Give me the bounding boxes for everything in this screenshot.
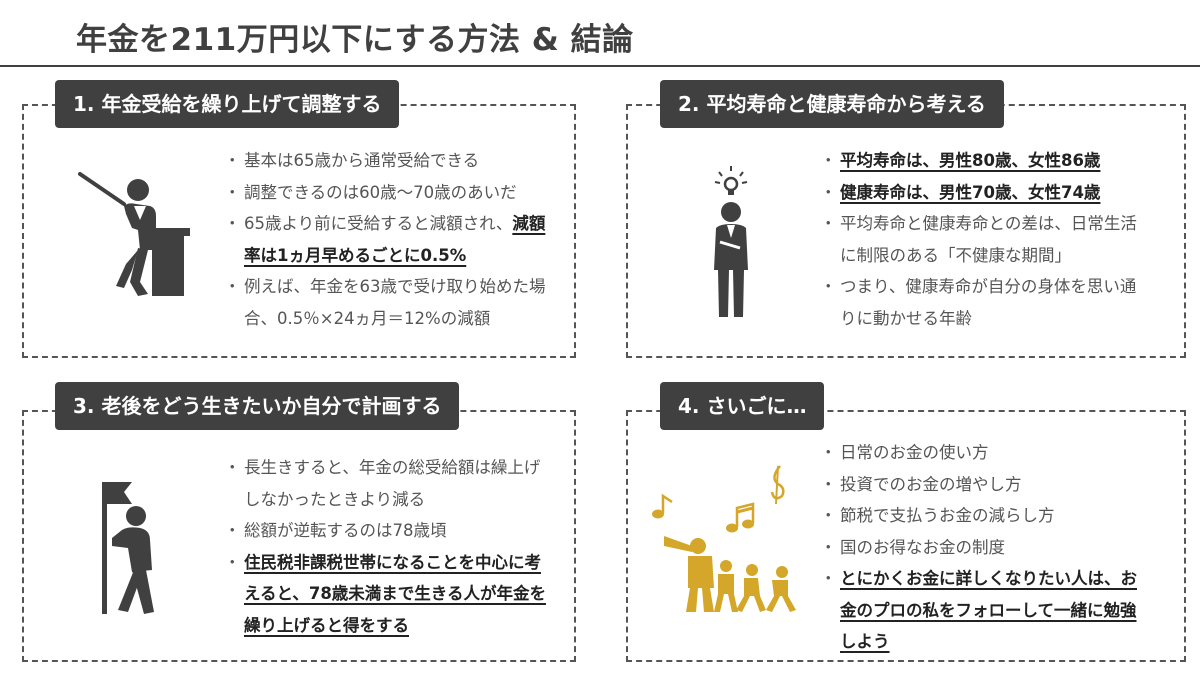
list-item: 長生きすると、年金の総受給額は繰上げしなかったときより減る (224, 452, 550, 515)
list-item: つまり、健康寿命が自分の身体を思い通りに動かせる年齢 (820, 271, 1146, 334)
list-item: 65歳より前に受給すると減額され、減額率は1ヵ月早めるごとに0.5% (224, 208, 550, 271)
list-item: 健康寿命は、男性70歳、女性74歳 (820, 177, 1146, 209)
section-1-bullets: 基本は65歳から通常受給できる 調整できるのは60歳〜70歳のあいだ 65歳より… (224, 145, 550, 334)
list-item: 投資でのお金の増やし方 (820, 469, 1146, 501)
list-item: 日常のお金の使い方 (820, 437, 1146, 469)
section-1-heading: 1. 年金受給を繰り上げて調整する (55, 80, 400, 128)
title-divider (0, 65, 1200, 67)
list-item: とにかくお金に詳しくなりたい人は、お金のプロの私をフォローして一緒に勉強しよう (820, 563, 1146, 658)
list-item: 調整できるのは60歳〜70歳のあいだ (224, 177, 550, 209)
section-3-heading: 3. 老後をどう生きたいか自分で計画する (55, 382, 460, 430)
list-item: 例えば、年金を63歳で受け取り始めた場合、0.5％×24ヵ月＝12%の減額 (224, 271, 550, 334)
page-title: 年金を211万円以下にする方法 & 結論 (76, 22, 634, 58)
section-4-bullets: 日常のお金の使い方 投資でのお金の増やし方 節税で支払うお金の減らし方 国のお得… (820, 437, 1146, 658)
person-with-flag-icon (102, 482, 154, 614)
list-item: 平均寿命と健康寿命との差は、日常生活に制限のある「不健康な期間」 (820, 208, 1146, 271)
list-item: 節税で支払うお金の減らし方 (820, 500, 1146, 532)
section-4-heading: 4. さいごに… (660, 382, 825, 430)
music-parade-icon (652, 465, 796, 612)
section-3-bullets: 長生きすると、年金の総受給額は繰上げしなかったときより減る 総額が逆転するのは7… (224, 452, 550, 642)
list-item: 平均寿命は、男性80歳、女性86歳 (820, 145, 1146, 177)
presenter-at-podium-icon (78, 172, 190, 296)
thinking-person-lightbulb-icon (714, 166, 748, 317)
section-2-bullets: 平均寿命は、男性80歳、女性86歳 健康寿命は、男性70歳、女性74歳 平均寿命… (820, 145, 1146, 334)
list-item: 国のお得なお金の制度 (820, 532, 1146, 564)
section-4-panel (626, 410, 1186, 662)
list-item: 住民税非課税世帯になることを中心に考えると、78歳未満まで生きる人が年金を繰り上… (224, 547, 550, 642)
list-item: 基本は65歳から通常受給できる (224, 145, 550, 177)
list-item: 総額が逆転するのは78歳頃 (224, 515, 550, 547)
section-2-heading: 2. 平均寿命と健康寿命から考える (660, 80, 1004, 128)
